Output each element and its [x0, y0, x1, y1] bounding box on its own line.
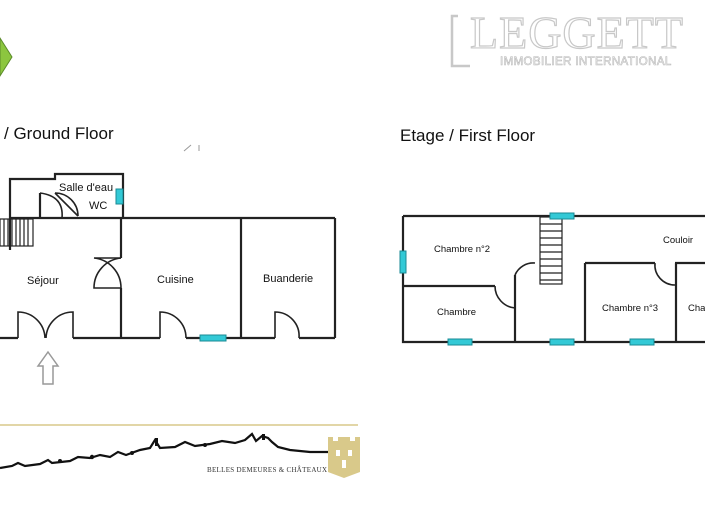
- ground-floor-plan: [0, 172, 337, 340]
- room-label-sejour: Séjour: [27, 275, 59, 287]
- room-label-salle-eau: Salle d'eau: [59, 182, 114, 194]
- window-chambre2: [399, 250, 407, 274]
- ground-floor-title: / Ground Floor: [4, 124, 114, 143]
- logo-bracket-icon: [450, 14, 470, 68]
- window-corridor: [549, 338, 575, 346]
- entrance-arrow-icon: [36, 350, 60, 385]
- room-label-wc: WC: [89, 200, 108, 212]
- window-cuisine: [199, 334, 227, 342]
- leggett-logo: LEGGETT: [469, 7, 684, 58]
- room-label-couloir: Couloir: [663, 235, 694, 246]
- room-label-chambre-cut: Cha: [688, 303, 705, 314]
- first-staircase: [539, 216, 563, 285]
- window-chambre: [447, 338, 473, 346]
- skyline-silhouette: [0, 432, 358, 470]
- room-label-chambre: Chambre: [437, 307, 477, 318]
- room-label-chambre3: Chambre n°3: [602, 303, 659, 314]
- leggett-logo-subtext: IMMOBILIER INTERNATIONAL: [500, 56, 672, 69]
- footer-tagline: BELLES DEMEURES & CHÂTEAUX: [207, 466, 328, 474]
- room-label-buanderie: Buanderie: [263, 273, 314, 285]
- window-wc: [115, 188, 124, 205]
- crest-icon: [328, 437, 360, 478]
- room-label-chambre2: Chambre n°2: [434, 244, 491, 255]
- room-label-cuisine: Cuisine: [157, 274, 194, 286]
- ground-staircase: [0, 218, 34, 247]
- window-top-stairs: [549, 212, 575, 220]
- first-floor-title: Etage / First Floor: [400, 126, 536, 145]
- green-arrow-icon: [0, 37, 13, 77]
- window-chambre3: [629, 338, 655, 346]
